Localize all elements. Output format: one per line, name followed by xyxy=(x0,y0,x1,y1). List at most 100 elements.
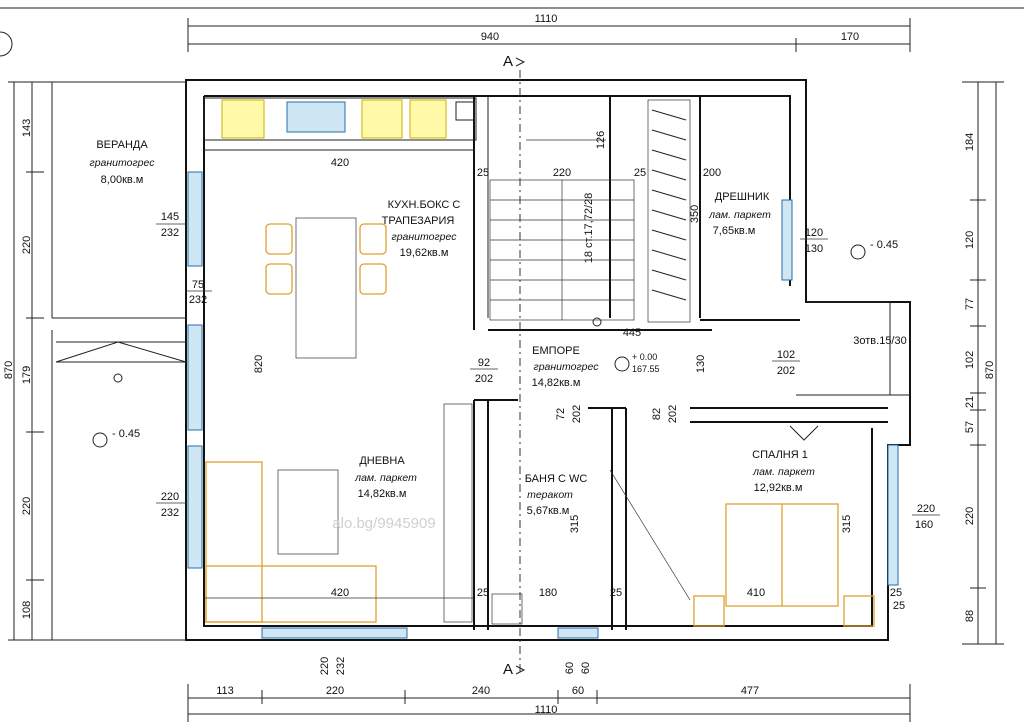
dim-wall: 60 xyxy=(580,662,592,674)
opening-w: 82 xyxy=(651,408,663,420)
dim-wardrobe-depth: 200 xyxy=(703,167,721,179)
dim-bed-height: 315 xyxy=(841,515,853,533)
room-floor: лам. паркет xyxy=(708,209,771,221)
dim-wall: 25 xyxy=(893,600,905,612)
opening-h: 232 xyxy=(161,507,179,519)
windows xyxy=(187,171,899,639)
room-area: 14,82кв.м xyxy=(532,377,581,389)
room-area: 5,67кв.м xyxy=(527,505,570,517)
opening-w: 92 xyxy=(478,357,490,369)
room-name: КУХН.БОКС С xyxy=(388,199,461,211)
room-kitchen: КУХН.БОКС С ТРАПЕЗАРИЯ гранитогрес 19,62… xyxy=(382,199,461,259)
dim-right-8: 88 xyxy=(964,610,976,622)
dim-wardrobe-height: 350 xyxy=(689,205,701,223)
bottom-dimensions: 113 220 240 60 477 1110 xyxy=(187,684,911,722)
cooktop-icon xyxy=(221,99,265,139)
veranda-window xyxy=(187,171,203,267)
dim-wall: 25 xyxy=(634,167,646,179)
room-area: 14,82кв.м xyxy=(358,488,407,500)
appliance-icon xyxy=(455,101,475,121)
dim-wall: 25 xyxy=(890,587,902,599)
wardrobe-window xyxy=(781,199,793,281)
room-name: БАНЯ С WC xyxy=(525,473,588,485)
room-floor: теракот xyxy=(527,489,573,501)
dim-bath-width: 180 xyxy=(539,587,557,599)
dim-right-4: 102 xyxy=(964,351,976,369)
level-marker-icon xyxy=(850,244,866,260)
dim-top-right: 170 xyxy=(841,31,859,43)
coffee-table xyxy=(277,469,339,555)
north-arrow-icon xyxy=(0,31,13,57)
dining-table xyxy=(265,217,387,359)
dim-stair-gap: 126 xyxy=(595,131,607,149)
toilet-icon xyxy=(491,593,523,625)
opening-h: 232 xyxy=(161,227,179,239)
dim-bottom-2: 220 xyxy=(326,685,344,697)
dim-wall: 60 xyxy=(564,662,576,674)
dim-wall: 25 xyxy=(477,587,489,599)
dim-stair-width: 220 xyxy=(553,167,571,179)
dim-kitchen-width: 420 xyxy=(331,157,349,169)
dim-left-total: 870 xyxy=(3,361,15,379)
room-area: 12,92кв.м xyxy=(754,482,803,494)
tv-unit xyxy=(443,403,473,623)
dim-living-height: 820 xyxy=(253,355,265,373)
dim-left-2: 220 xyxy=(21,236,33,254)
sink-icon xyxy=(286,101,346,133)
dim-right-total: 870 xyxy=(984,361,996,379)
room-name-2: ТРАПЕЗАРИЯ xyxy=(382,215,455,227)
bedroom-window xyxy=(887,444,899,586)
room-area: 8,00кв.м xyxy=(101,174,144,186)
room-wardrobe: ДРЕШНИК лам. паркет 7,65кв.м xyxy=(708,191,771,237)
opening-w: 145 xyxy=(161,211,179,223)
room-name: ВЕРАНДА xyxy=(96,139,148,151)
room-area: 19,62кв.м xyxy=(400,247,449,259)
dim-bath-height: 315 xyxy=(569,515,581,533)
section-arrow-icon xyxy=(515,665,526,675)
opening-labels: 145 232 75 232 220 232 220 232 92 202 72… xyxy=(156,211,940,675)
opening-h: 202 xyxy=(667,405,679,423)
opening-h: 130 xyxy=(805,243,823,255)
dim-left-1: 143 xyxy=(21,119,33,137)
opening-w: 220 xyxy=(161,491,179,503)
living-window-bottom xyxy=(261,627,408,639)
dim-bottom-total: 1110 xyxy=(535,704,558,716)
dim-top-left: 940 xyxy=(481,31,499,43)
right-dimensions: 870 184 120 77 102 21 57 220 88 xyxy=(962,81,1004,645)
living-furniture xyxy=(205,403,473,623)
room-floor: лам. паркет xyxy=(752,466,815,478)
opening-w: 120 xyxy=(805,227,823,239)
dim-right-7: 220 xyxy=(964,507,976,525)
room-floor: гранитогрес xyxy=(392,231,458,243)
dim-right-5: 21 xyxy=(964,396,976,408)
room-floor: гранитогрес xyxy=(90,157,156,169)
room-name: СПАЛНЯ 1 xyxy=(752,449,808,461)
room-floor: лам. паркет xyxy=(354,472,417,484)
room-name: ДРЕШНИК xyxy=(715,191,770,203)
dim-left-4: 220 xyxy=(21,497,33,515)
left-dimensions: 870 143 220 179 220 108 xyxy=(3,81,52,641)
roof-note: 3отв.15/30 xyxy=(853,335,906,347)
wardrobe-rail: 350 200 xyxy=(647,99,721,323)
level-marker-icon xyxy=(92,432,108,448)
opening-h: 202 xyxy=(777,365,795,377)
opening-h: 202 xyxy=(475,373,493,385)
level-marker-icon xyxy=(614,356,630,372)
section-mark-bottom: А xyxy=(503,661,513,678)
bed xyxy=(693,425,875,627)
dim-bottom-3: 240 xyxy=(472,685,490,697)
opening-h: 160 xyxy=(915,519,933,531)
dim-bed-width: 410 xyxy=(747,587,765,599)
dim-right-2: 120 xyxy=(964,231,976,249)
dim-living-width: 420 xyxy=(331,587,349,599)
level-hall-a: + 0.00 xyxy=(632,352,657,362)
section-arrow-icon xyxy=(515,57,526,67)
room-bedroom: СПАЛНЯ 1 лам. паркет 12,92кв.м xyxy=(752,449,815,494)
room-living: ДНЕВНА лам. паркет 14,82кв.м xyxy=(354,455,417,500)
dim-right-3: 77 xyxy=(964,298,976,310)
opening-w: 72 xyxy=(555,408,567,420)
dim-left-3: 179 xyxy=(21,366,33,384)
dim-bottom-5: 477 xyxy=(741,685,759,697)
room-veranda: ВЕРАНДА гранитогрес 8,00кв.м xyxy=(90,139,156,186)
